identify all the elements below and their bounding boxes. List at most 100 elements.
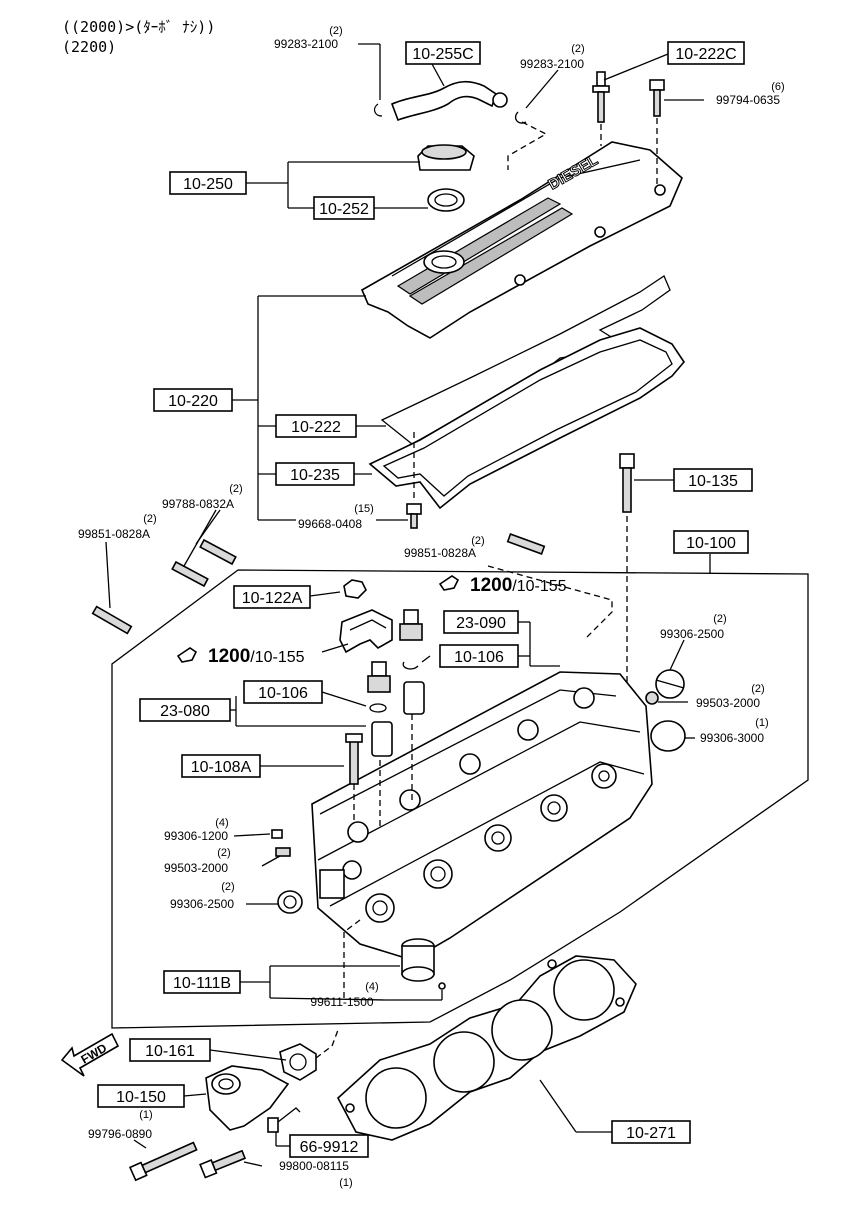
part-99503-2000-b[interactable]: 99503-2000 bbox=[164, 861, 228, 875]
hose-clip-right bbox=[514, 111, 527, 124]
ref-10-252[interactable]: 10-252 bbox=[319, 201, 369, 218]
cap-gasket bbox=[427, 188, 465, 212]
ref-10-255C[interactable]: 10-255C bbox=[412, 46, 473, 63]
head-cover-gasket bbox=[368, 327, 686, 510]
valve-stem bbox=[345, 733, 363, 785]
part-99306-3000[interactable]: 99306-3000 bbox=[700, 731, 764, 745]
left-plug-threaded bbox=[275, 847, 291, 857]
sealant-note-b[interactable]: 1200/10-155 bbox=[176, 646, 305, 667]
ref-10-222C[interactable]: 10-222C bbox=[675, 46, 736, 63]
sealant-ref-a: /10-155 bbox=[512, 578, 566, 595]
qty-99306-2500-a: (2) bbox=[713, 613, 726, 625]
hose-clip-left bbox=[373, 103, 383, 117]
cover-bolt bbox=[649, 79, 665, 117]
ref-10-161[interactable]: 10-161 bbox=[145, 1043, 195, 1060]
ref-10-271[interactable]: 10-271 bbox=[626, 1125, 676, 1142]
outlet-bolt-short bbox=[199, 1149, 247, 1179]
svg-text:1200/10-155: 1200/10-155 bbox=[470, 575, 567, 596]
qty-99306-3000: (1) bbox=[755, 717, 768, 729]
qty-99306-1200: (4) bbox=[215, 817, 228, 829]
stud-bolt-right bbox=[506, 533, 546, 555]
gasket-screw bbox=[406, 503, 422, 529]
ref-10-106-a[interactable]: 10-106 bbox=[454, 649, 504, 666]
outlet-bolt-long bbox=[128, 1141, 198, 1182]
ref-23-080[interactable]: 23-080 bbox=[160, 703, 210, 720]
seal-pin bbox=[438, 982, 446, 990]
header-line-1: ((2000)>(ﾀｰﾎﾞ ﾅｼ)) bbox=[62, 18, 215, 36]
water-outlet-gasket bbox=[279, 1043, 317, 1081]
qty-99503-2000-a: (2) bbox=[751, 683, 764, 695]
ref-10-100[interactable]: 10-100 bbox=[686, 535, 736, 552]
qty-99668-0408: (15) bbox=[354, 503, 374, 515]
ref-10-235[interactable]: 10-235 bbox=[290, 467, 340, 484]
ref-10-106-b[interactable]: 10-106 bbox=[258, 685, 308, 702]
tappet-lower bbox=[371, 721, 393, 757]
part-99306-2500-a[interactable]: 99306-2500 bbox=[660, 627, 724, 641]
hex-nut bbox=[343, 579, 367, 599]
left-plug-large bbox=[277, 890, 303, 914]
part-99306-1200[interactable]: 99306-1200 bbox=[164, 829, 228, 843]
valve-guide-upper bbox=[399, 609, 423, 641]
qty-99283-2100-b: (2) bbox=[571, 43, 584, 55]
forward-arrow-icon: FWD bbox=[60, 1032, 120, 1077]
header-line-2: (2200) bbox=[62, 38, 116, 56]
snap-ring-b bbox=[369, 703, 387, 713]
water-outlet bbox=[205, 1065, 290, 1131]
qty-99788-0832A: (2) bbox=[229, 483, 242, 495]
valve-seal bbox=[401, 938, 435, 982]
sealant-ref-b: /10-155 bbox=[250, 649, 304, 666]
head-bolt bbox=[619, 453, 635, 513]
sealant-code-b: 1200 bbox=[208, 646, 250, 667]
qty-99800-08115: (1) bbox=[339, 1177, 352, 1189]
part-99788-0832A[interactable]: 99788-0832A bbox=[162, 497, 234, 511]
qty-99796-0890: (1) bbox=[139, 1109, 152, 1121]
part-99503-2000-a[interactable]: 99503-2000 bbox=[696, 696, 760, 710]
qty-99503-2000-b: (2) bbox=[217, 847, 230, 859]
part-99796-0890[interactable]: 99796-0890 bbox=[88, 1127, 152, 1141]
hose-end bbox=[492, 92, 508, 108]
qty-99611-1500: (4) bbox=[365, 981, 378, 993]
ref-10-108A[interactable]: 10-108A bbox=[191, 759, 252, 776]
qty-99851-0828A-b: (2) bbox=[471, 535, 484, 547]
ref-66-9912[interactable]: 66-9912 bbox=[300, 1139, 359, 1156]
stud-bolt-lower bbox=[171, 560, 209, 588]
qty-99306-2500-b: (2) bbox=[221, 881, 234, 893]
tappet-upper bbox=[403, 681, 425, 715]
bearing-cap bbox=[339, 609, 393, 654]
assembly-boundary bbox=[111, 569, 809, 1029]
breather-hose bbox=[390, 80, 497, 122]
part-99851-0828A-a[interactable]: 99851-0828A bbox=[78, 527, 150, 541]
ref-10-222[interactable]: 10-222 bbox=[291, 419, 341, 436]
part-99800-08115[interactable]: 99800-08115 bbox=[279, 1159, 349, 1173]
qty-99794-0635: (6) bbox=[771, 81, 784, 93]
ref-23-090[interactable]: 23-090 bbox=[456, 615, 506, 632]
part-99611-1500[interactable]: 99611-1500 bbox=[310, 995, 373, 1009]
part-99851-0828A-b[interactable]: 99851-0828A bbox=[404, 546, 476, 560]
part-99794-0635[interactable]: 99794-0635 bbox=[716, 93, 780, 107]
sealant-note-a[interactable]: 1200/10-155 bbox=[438, 575, 567, 596]
ref-10-150[interactable]: 10-150 bbox=[116, 1089, 166, 1106]
qty-99851-0828A-a: (2) bbox=[143, 513, 156, 525]
sealant-code-a: 1200 bbox=[470, 575, 512, 596]
ref-10-111B[interactable]: 10-111B bbox=[173, 975, 231, 992]
part-99283-2100-a[interactable]: 99283-2100 bbox=[274, 37, 338, 51]
stud-bolt-long bbox=[91, 605, 133, 635]
part-99306-2500-b[interactable]: 99306-2500 bbox=[170, 897, 234, 911]
blind-plug-xl bbox=[650, 720, 686, 752]
snap-ring-a bbox=[402, 661, 419, 670]
cylinder-head-cover: DIESEL bbox=[360, 141, 683, 339]
ref-10-122A[interactable]: 10-122A bbox=[242, 590, 303, 607]
sealant-tube-icon bbox=[176, 647, 198, 663]
ref-10-135[interactable]: 10-135 bbox=[688, 473, 738, 490]
valve-guide-lower bbox=[367, 661, 391, 693]
cylinder-head-gasket bbox=[337, 955, 637, 1141]
part-99668-0408[interactable]: 99668-0408 bbox=[298, 517, 362, 531]
sealant-tube-icon bbox=[438, 575, 460, 591]
part-99283-2100-b[interactable]: 99283-2100 bbox=[520, 57, 584, 71]
ref-10-250[interactable]: 10-250 bbox=[183, 176, 233, 193]
ref-10-220[interactable]: 10-220 bbox=[168, 393, 218, 410]
cover-stud-bolt bbox=[592, 71, 610, 123]
left-plug-small bbox=[271, 829, 283, 839]
blind-plug-large bbox=[655, 669, 685, 699]
